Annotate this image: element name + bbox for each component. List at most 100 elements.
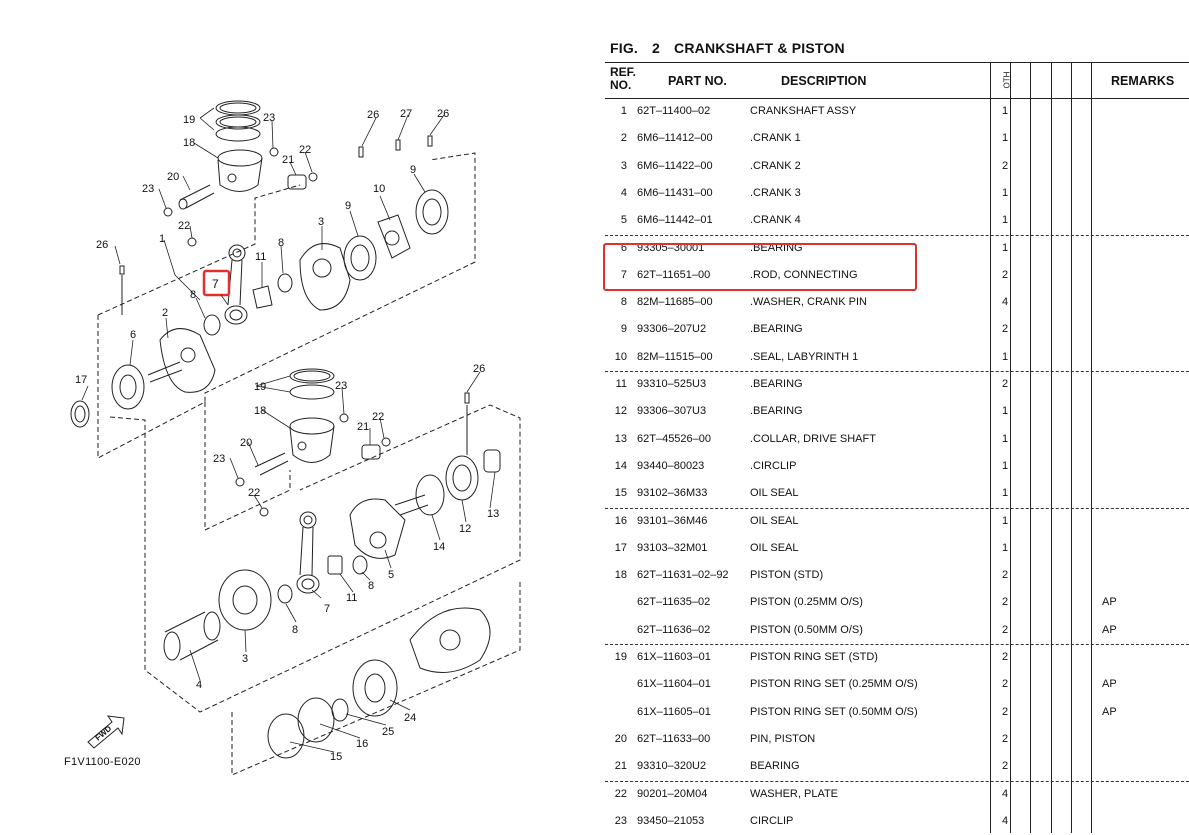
svg-text:19: 19 (254, 381, 266, 393)
description-cell: .ROD, CONNECTING (750, 268, 858, 281)
svg-text:21: 21 (357, 421, 369, 433)
description-cell: .CRANK 4 (750, 214, 801, 227)
bearing-6 (111, 364, 145, 410)
piston-rings-upper (215, 100, 261, 142)
qty-cell: 2 (1001, 268, 1009, 281)
ref-cell: 1 (620, 105, 627, 117)
svg-text:9: 9 (410, 164, 416, 176)
svg-text:23: 23 (213, 453, 225, 465)
qty-cell: 1 (1001, 514, 1009, 527)
description-cell: .CRANK 2 (750, 159, 801, 172)
group-separator (605, 234, 1189, 236)
ref-cell: 23 (614, 814, 627, 827)
description-cell: .COLLAR, DRIVE SHAFT (750, 432, 876, 445)
ref-cell: 18 (614, 569, 627, 582)
crank-3-upper (299, 243, 351, 311)
bearing-11-lower (327, 555, 343, 575)
qty-cell: 1 (1001, 132, 1009, 145)
qty-cell: 2 (1001, 159, 1009, 172)
header-ref: REF. NO. (610, 65, 637, 92)
description-cell: PISTON RING SET (0.50MM O/S) (750, 705, 918, 718)
col-rule-2 (1010, 62, 1011, 833)
col-rule-1 (990, 62, 991, 833)
qty-cell: 2 (1001, 760, 1009, 773)
svg-text:18: 18 (183, 137, 195, 149)
description-cell: PIN, PISTON (750, 732, 816, 745)
description-cell: WASHER, PLATE (750, 787, 839, 800)
col-rule-3 (1030, 62, 1031, 833)
crank-2 (147, 328, 216, 393)
part-no-cell: 61X–11603–01 (637, 651, 711, 663)
svg-text:23: 23 (263, 112, 275, 124)
ref-cell: 15 (614, 487, 627, 500)
svg-text:20: 20 (240, 437, 252, 449)
ref-cell: 11 (615, 378, 627, 390)
dowel-pin-26-left (119, 265, 125, 315)
qty-cell: 1 (1001, 459, 1009, 472)
ref-cell: 5 (620, 214, 627, 227)
qty-cell: 1 (1001, 541, 1009, 554)
part-no-cell: 61X–11604–01 (637, 678, 711, 691)
qty-cell: 2 (1001, 596, 1009, 609)
part-no-cell: 93306–307U3 (637, 405, 707, 418)
bearing-9-right (415, 189, 449, 235)
svg-text:3: 3 (242, 653, 248, 665)
ref-cell: 13 (614, 432, 627, 445)
description-cell: .BEARING (750, 378, 803, 390)
description-cell: PISTON (STD) (750, 569, 824, 582)
qty-cell: 2 (1001, 569, 1009, 582)
qty-cell: 2 (1001, 732, 1009, 745)
ref-cell: 19 (614, 651, 627, 663)
qty-cell: 1 (1001, 241, 1009, 254)
bearing-9-upper (343, 235, 377, 281)
qty-cell: 1 (1001, 105, 1009, 117)
svg-text:8: 8 (190, 289, 196, 301)
piston-pin-upper (178, 184, 215, 210)
ref-cell: 22 (614, 787, 627, 800)
drive-coupling (409, 607, 491, 673)
svg-text:25: 25 (382, 726, 394, 738)
part-no-cell: 6M6–11422–00 (637, 159, 713, 172)
description-cell: .CRANK 3 (750, 186, 801, 199)
header-remarks: REMARKS (1111, 74, 1175, 88)
table-top-rule (605, 62, 1189, 63)
svg-text:27: 27 (400, 108, 412, 120)
svg-text:20: 20 (167, 171, 179, 183)
remarks-cell: AP (1102, 596, 1117, 609)
leader-lines (81, 107, 496, 753)
part-no-cell: 6M6–11442–01 (637, 214, 713, 227)
svg-text:8: 8 (368, 580, 374, 592)
dowel-pin-26a (358, 146, 364, 158)
part-no-cell: 93102–36M33 (637, 487, 708, 500)
upper-assembly-outline-2 (97, 184, 301, 316)
part-no-cell: 62T–11633–00 (637, 732, 711, 745)
description-cell: .BEARING (750, 405, 803, 418)
svg-text:22: 22 (372, 411, 384, 423)
labyrinth-seal-10 (377, 214, 411, 259)
figure-label: FIG. (610, 40, 639, 56)
svg-text:19: 19 (183, 114, 195, 126)
svg-text:26: 26 (437, 108, 449, 120)
dowel-pin-26b (427, 135, 433, 147)
qty-cell: 2 (1001, 705, 1009, 718)
ref-cell: 17 (614, 541, 627, 554)
description-cell: PISTON (0.25MM O/S) (750, 596, 863, 609)
svg-text:6: 6 (130, 329, 136, 341)
svg-text:11: 11 (255, 251, 266, 263)
description-cell: BEARING (750, 760, 800, 773)
exploded-parts-diagram: FWD (70, 100, 521, 776)
qty-cell: 2 (1001, 623, 1009, 636)
svg-text:8: 8 (292, 624, 298, 636)
mid-assembly-outline (204, 402, 291, 531)
part-no-cell: 90201–20M04 (637, 787, 708, 800)
piston-pin-lower (254, 452, 289, 476)
